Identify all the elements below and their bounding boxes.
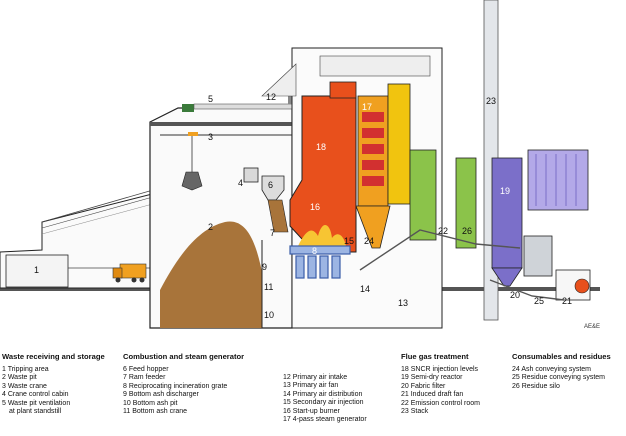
legend-flue-gas-title: Flue gas treatment — [401, 352, 469, 361]
legend-item: 8 Reciprocating incineration grate — [123, 382, 228, 390]
label-24: 24 — [364, 236, 374, 246]
legend-item: 5 Waste pit ventilation — [2, 399, 71, 407]
label-25: 25 — [534, 296, 544, 306]
legend-item: 15 Secondary air injection — [283, 399, 364, 407]
legend-item: 22 Emission control room — [401, 399, 480, 407]
label-13: 13 — [398, 298, 408, 308]
legend-flue-gas: Flue gas treatment 18 SNCR injection lev… — [401, 352, 480, 416]
legend-combustion-title: Combustion and steam generator — [123, 352, 245, 361]
fabric-filter — [527, 149, 589, 211]
legend-item: 7 Ram feeder — [123, 374, 166, 382]
company-logo: AE&E — [584, 324, 600, 330]
legend-item: 25 Residue conveying system — [512, 374, 605, 382]
legend-item: 20 Fabric filter — [401, 382, 446, 390]
legend-consumables-title: Consumables and residues — [512, 352, 611, 361]
legend-item: 14 Primary air distribution — [283, 390, 363, 398]
label-5: 5 — [208, 94, 213, 104]
legend-combustion-continued: 12 Primary air intake 13 Primary air fan… — [283, 374, 367, 424]
legend-item: 12 Primary air intake — [283, 374, 348, 381]
furnace-and-grate — [289, 81, 357, 279]
residue-silo — [523, 235, 553, 277]
residue-conveying-system — [489, 279, 565, 301]
waste-truck — [112, 263, 147, 283]
label-3: 3 — [208, 132, 213, 142]
legend-item: 4 Crane control cabin — [2, 391, 69, 399]
label-11: 11 — [264, 282, 273, 292]
legend-item: 1 Tripping area — [2, 366, 49, 373]
legend-waste-title: Waste receiving and storage — [2, 352, 105, 361]
legend-item: 6 Feed hopper — [123, 366, 169, 373]
label-17: 17 — [362, 102, 372, 112]
label-23: 23 — [486, 96, 496, 106]
semi-dry-reactor — [455, 157, 523, 287]
label-1: 1 — [34, 265, 39, 275]
label-14: 14 — [360, 284, 370, 294]
label-22: 22 — [438, 226, 448, 236]
diagram-number-labels: 1 2 3 4 5 6 7 8 9 10 11 12 13 14 15 16 1… — [34, 92, 572, 320]
legend-item: at plant standstill — [9, 408, 62, 416]
legend-item: 3 Waste crane — [2, 382, 47, 390]
label-19: 19 — [500, 186, 510, 196]
legend-item: 19 Semi-dry reactor — [401, 374, 463, 382]
legend-item: 10 Bottom ash pit — [123, 399, 178, 407]
crane-control-cabin — [243, 167, 259, 183]
legend-item: 16 Start-up burner — [283, 407, 340, 415]
legend-item: 17 4-pass steam generator — [283, 416, 367, 424]
label-4: 4 — [238, 178, 243, 188]
legend-item: 13 Primary air fan — [283, 382, 339, 390]
legend-item: 23 Stack — [401, 408, 429, 416]
label-21: 21 — [562, 296, 572, 306]
label-8: 8 — [312, 246, 317, 256]
label-20: 20 — [510, 290, 520, 300]
legend-combustion: Combustion and steam generator 6 Feed ho… — [123, 352, 244, 416]
waste-crane — [181, 132, 203, 191]
legend-item: 21 Induced draft fan — [401, 391, 464, 399]
label-12: 12 — [266, 92, 276, 102]
legend-item: 9 Bottom ash discharger — [123, 391, 199, 399]
label-7: 7 — [270, 228, 275, 238]
label-2: 2 — [208, 222, 213, 232]
legend-item: 26 Residue silo — [512, 382, 560, 390]
steam-generator — [355, 83, 437, 249]
induced-draft-fan — [555, 269, 591, 301]
legend-waste: Waste receiving and storage 1 Tripping a… — [2, 352, 105, 416]
label-26: 26 — [462, 226, 472, 236]
legend-item: 18 SNCR injection levels — [401, 366, 479, 373]
plant-diagram: 1 2 3 4 5 6 7 8 9 10 11 12 13 14 15 16 1… — [0, 0, 600, 330]
legend-item: 24 Ash conveying system — [512, 366, 591, 373]
ash-conveying-system — [359, 229, 521, 271]
label-15: 15 — [344, 236, 354, 246]
legend-item: 11 Bottom ash crane — [123, 408, 188, 416]
legend-consumables: Consumables and residues 24 Ash conveyin… — [512, 352, 611, 391]
label-18: 18 — [316, 142, 326, 152]
label-9: 9 — [262, 262, 267, 272]
legend-item: 2 Waste pit — [2, 374, 37, 382]
label-16: 16 — [310, 202, 320, 212]
label-10: 10 — [264, 310, 274, 320]
label-6: 6 — [268, 180, 273, 190]
feed-hopper — [261, 175, 289, 233]
waste-pit-building — [149, 107, 293, 329]
